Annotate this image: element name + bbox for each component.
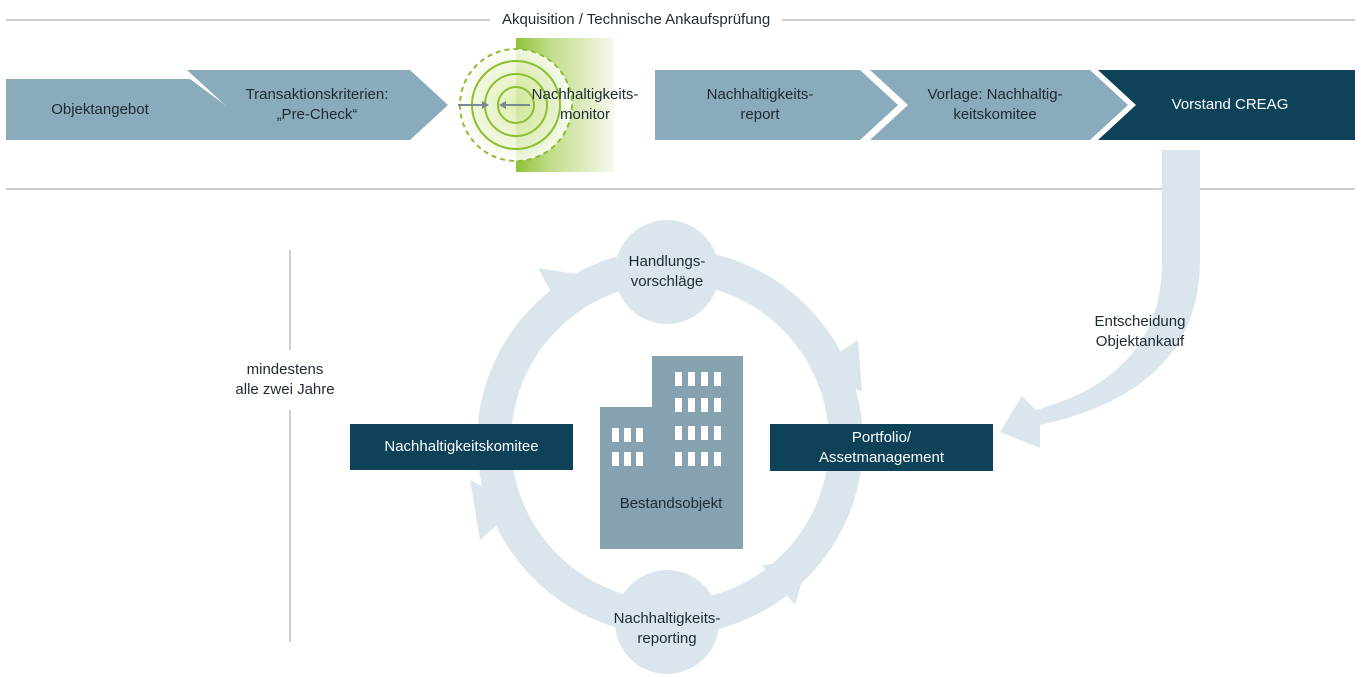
cycle-nachhaltigkeitsreporting: Nachhaltigkeits- reporting bbox=[597, 607, 737, 651]
chevron-vorstand bbox=[1098, 70, 1355, 140]
step-vorstand-label: Vorstand CREAG bbox=[1171, 96, 1289, 113]
cycle-nachhaltigkeitskomitee: Nachhaltigkeitskomitee bbox=[350, 424, 573, 470]
decision-line2: Objektankauf bbox=[1095, 333, 1185, 350]
cycle-top-line1: Handlungs- bbox=[628, 253, 706, 270]
frequency-label: mindestens alle zwei Jahre bbox=[210, 358, 360, 402]
step-vorlage-line2: keitskomitee bbox=[953, 106, 1037, 123]
step-monitor: Nachhaltigkeits- monitor bbox=[515, 70, 655, 140]
step-objektangebot: Objektangebot bbox=[20, 79, 180, 140]
cycle-bottom-line1: Nachhaltigkeits- bbox=[613, 610, 721, 627]
cycle-bottom-line2: reporting bbox=[637, 630, 697, 647]
chevron-nachhaltigkeitsreport bbox=[655, 70, 898, 140]
cycle-top-line2: vorschläge bbox=[630, 273, 704, 290]
step-vorstand: Vorstand CREAG bbox=[1130, 70, 1330, 140]
chevron-vorlage bbox=[870, 70, 1128, 140]
step-vorlage-line1: Vorlage: Nachhaltig- bbox=[927, 86, 1063, 103]
chevron-objektangebot bbox=[6, 79, 225, 140]
box-portfolio bbox=[770, 424, 993, 471]
cycle-right-line1: Portfolio/ bbox=[851, 428, 912, 446]
decision-line1: Entscheidung bbox=[1094, 313, 1186, 330]
step-monitor-line2: monitor bbox=[559, 106, 611, 123]
header-title: Akquisition / Technische Ankaufsprüfung bbox=[490, 10, 783, 30]
step-report-line1: Nachhaltigkeits- bbox=[706, 86, 814, 103]
step-report-line2: report bbox=[740, 106, 780, 123]
decision-label: Entscheidung Objektankauf bbox=[1060, 310, 1220, 354]
frequency-line2: alle zwei Jahre bbox=[235, 381, 335, 398]
cycle-portfolio: Portfolio/ Assetmanagement bbox=[770, 424, 993, 471]
step-transaktionskriterien-line1: Transaktionskriterien: bbox=[245, 86, 389, 103]
building-icon bbox=[600, 356, 743, 549]
monitor-target bbox=[458, 38, 614, 172]
cycle-right-line2: Assetmanagement bbox=[818, 448, 945, 466]
step-transaktionskriterien: Transaktionskriterien: „Pre-Check“ bbox=[222, 70, 412, 140]
cycle-bestandsobjekt: Bestandsobjekt bbox=[596, 492, 746, 516]
step-vorlage: Vorlage: Nachhaltig- keitskomitee bbox=[900, 70, 1090, 140]
cycle-handlungsvorschlaege: Handlungs- vorschläge bbox=[597, 250, 737, 294]
step-report: Nachhaltigkeits- report bbox=[670, 70, 850, 140]
decision-arrow bbox=[1000, 150, 1200, 448]
box-nachhaltigkeitskomitee bbox=[350, 424, 573, 470]
step-objektangebot-label: Objektangebot bbox=[51, 100, 149, 118]
chevron-transaktionskriterien bbox=[187, 70, 448, 140]
cycle-center-label: Bestandsobjekt bbox=[619, 495, 723, 512]
step-monitor-line1: Nachhaltigkeits- bbox=[531, 86, 639, 103]
cycle-left-label: Nachhaltigkeitskomitee bbox=[384, 438, 539, 455]
step-transaktionskriterien-line2: „Pre-Check“ bbox=[276, 106, 358, 123]
frequency-line1: mindestens bbox=[246, 361, 324, 378]
